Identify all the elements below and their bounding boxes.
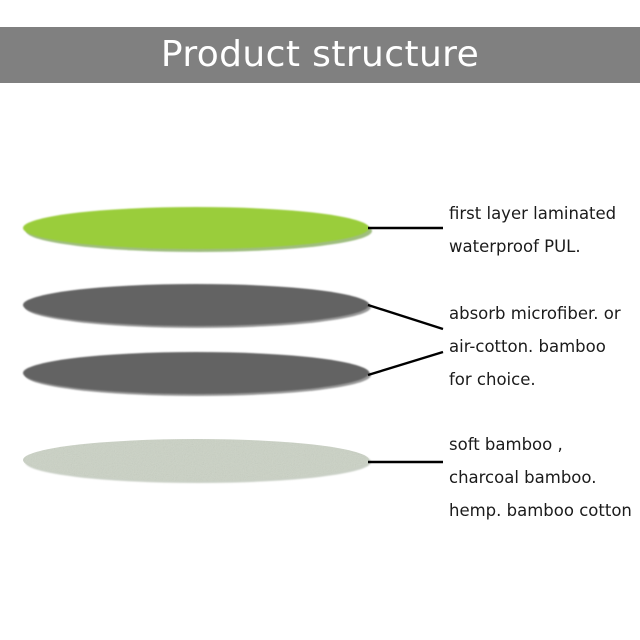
callout-line: hemp. bamboo cotton (449, 501, 632, 520)
callout-line: first layer laminated (449, 204, 617, 223)
layer-shape-soft-bamboo-layer (23, 439, 371, 483)
callout-line: absorb microfiber. or (449, 304, 621, 323)
layer-fill-3 (23, 352, 369, 394)
layer-shape-absorb-layer-lower (23, 352, 371, 396)
callout-line: soft bamboo , (449, 435, 563, 454)
layer-shape-absorb-layer-upper (23, 284, 371, 328)
callout-line: charcoal bamboo. (449, 468, 597, 487)
callout-line: air-cotton. bamboo (449, 337, 606, 356)
callout-line: waterproof PUL. (449, 237, 581, 256)
layer-fill-4 (23, 439, 369, 481)
callout-line: for choice. (449, 370, 536, 389)
callout-absorb-layer: absorb microfiber. or air-cotton. bamboo… (449, 297, 621, 396)
leader-line-2 (367, 303, 444, 331)
layer-fill-2 (23, 284, 369, 326)
layer-shape-first-layer-pul (23, 207, 372, 252)
callout-soft-bamboo: soft bamboo , charcoal bamboo. hemp. bam… (449, 428, 632, 527)
callout-first-layer: first layer laminated waterproof PUL. (449, 197, 616, 263)
page-title: Product structure (160, 34, 480, 75)
leader-line-3 (367, 350, 444, 377)
layer-fill-1 (23, 207, 369, 249)
header-band (0, 27, 640, 83)
